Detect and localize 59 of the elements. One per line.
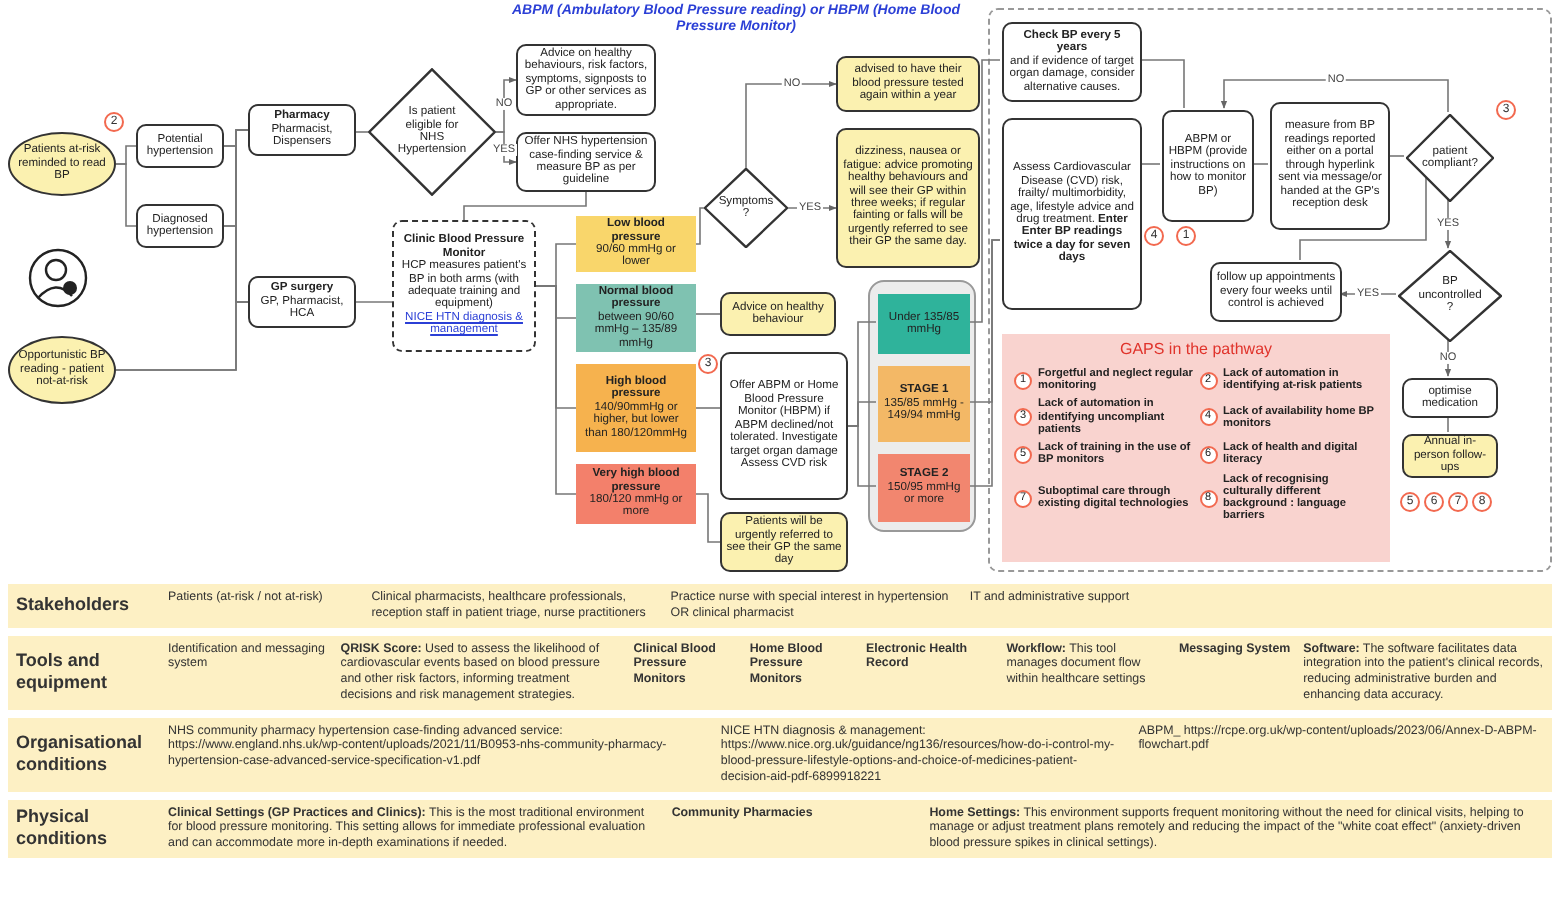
connector-line (967, 239, 1001, 487)
grouping-panel (868, 280, 976, 532)
process-box (576, 464, 696, 524)
process-box (1402, 378, 1498, 418)
process-box (720, 352, 848, 500)
process-box (720, 292, 836, 336)
dashed-frame (988, 8, 1552, 572)
arrow (1220, 79, 1449, 113)
connector-line (1139, 163, 1161, 165)
process-box (248, 276, 356, 328)
connector-line (695, 493, 721, 543)
arrow (745, 80, 837, 169)
arrow (495, 131, 517, 166)
decision-diamond (1398, 250, 1502, 342)
connector-line (115, 301, 249, 371)
connector-line (695, 407, 721, 409)
connector-line (1139, 59, 1185, 109)
connector-line (1387, 155, 1405, 157)
ellipse-node (8, 336, 116, 404)
connector-line (967, 59, 1001, 323)
process-box (878, 454, 970, 522)
process-box (136, 124, 224, 168)
process-box (1210, 262, 1342, 322)
process-box (1002, 22, 1142, 102)
connector-line (1299, 177, 1427, 261)
ellipse-node (8, 132, 116, 196)
decision-diamond (368, 68, 496, 196)
connector-line (115, 163, 137, 227)
panel-heading: GAPS in the pathway (1119, 342, 1273, 360)
decision-diamond (704, 168, 788, 248)
connector-line (463, 191, 587, 221)
connector-line (355, 301, 393, 303)
row-header: Stakeholders (16, 594, 132, 617)
decision-diamond (1406, 114, 1494, 202)
connector-line (1251, 163, 1269, 165)
process-box (1402, 434, 1498, 478)
process-box (576, 284, 696, 352)
row-header: Organisational conditions (16, 731, 145, 777)
connector-line (1447, 415, 1449, 433)
process-box (1162, 110, 1254, 222)
gaps-panel (1002, 334, 1390, 562)
process-box (576, 364, 696, 452)
row-header: Tools and equipment (16, 649, 110, 695)
process-box (576, 216, 696, 272)
connector-line (695, 313, 721, 315)
connector-line (847, 425, 877, 487)
process-box (1270, 102, 1390, 230)
process-box (1002, 118, 1142, 310)
connector-line (355, 131, 369, 133)
process-box (136, 204, 224, 248)
arrow (1444, 199, 1452, 249)
connector-line (695, 207, 705, 245)
process-box (392, 220, 536, 352)
process-box (878, 366, 970, 442)
process-box (878, 294, 970, 354)
process-box (836, 128, 980, 268)
process-box (836, 56, 980, 112)
row-header: Physical conditions (16, 805, 109, 851)
process-box (248, 104, 356, 156)
